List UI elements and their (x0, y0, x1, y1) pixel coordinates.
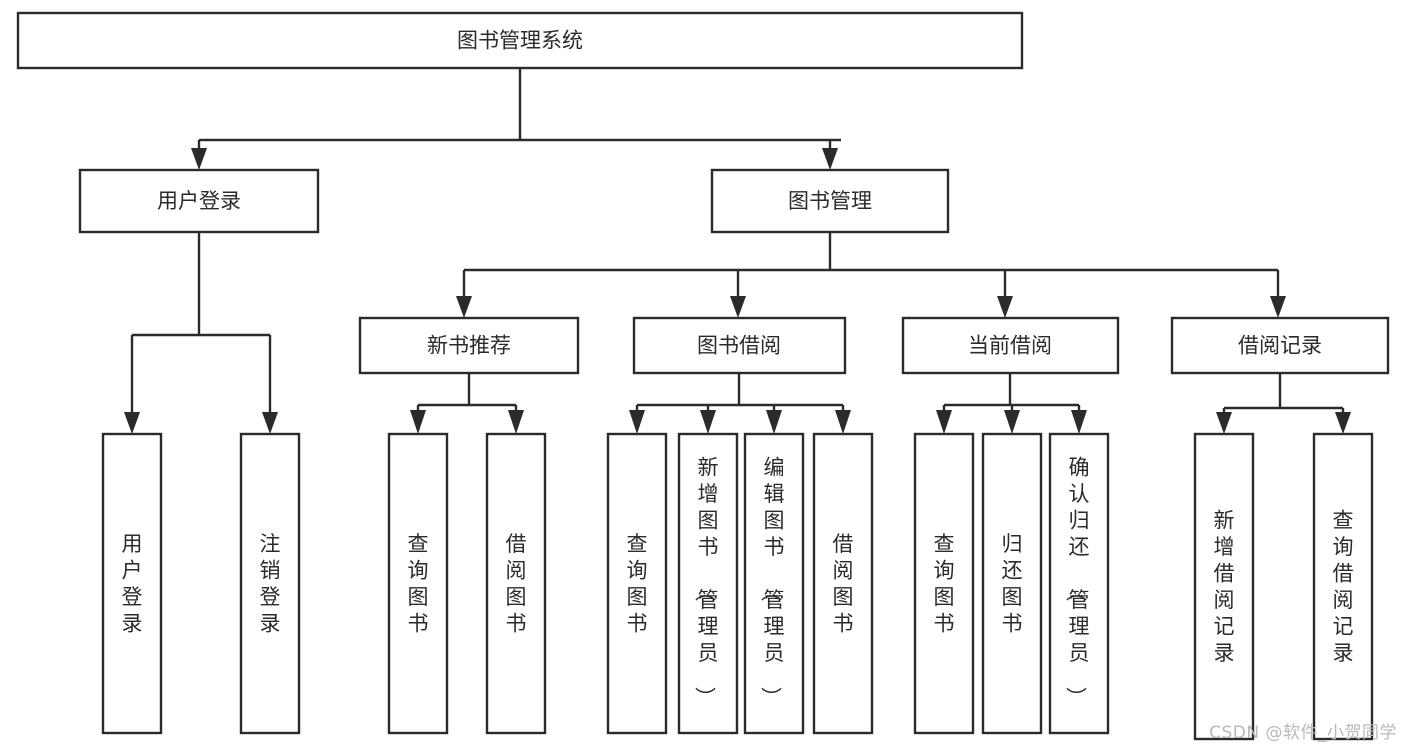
arrow-to-book-management (822, 148, 838, 170)
node-user-login-box[interactable] (78, 168, 320, 234)
node-book-borrow[interactable]: 图书借阅 (632, 316, 847, 375)
arrow-to-leaf-user-login (124, 412, 140, 434)
leaf-node[interactable]: 确认归还（管理员） (1048, 432, 1110, 735)
node-root-system-box[interactable] (16, 11, 1024, 70)
leaf-node-box[interactable] (606, 432, 668, 735)
node-borrow-record-label: 借阅记录 (1238, 334, 1322, 358)
leaf-node-box[interactable] (981, 432, 1043, 735)
arrow-to-leaf-query-book-b (629, 410, 645, 434)
arrow-to-user-login (191, 148, 207, 170)
leaf-node-box[interactable] (101, 432, 163, 735)
node-borrow-record[interactable]: 借阅记录 (1170, 316, 1390, 375)
leaf-node-label: 新增借阅记录 (1214, 509, 1235, 666)
node-book-management-label: 图书管理 (788, 189, 872, 213)
arrow-to-new-book-recommend (456, 296, 472, 318)
node-new-book-recommend[interactable]: 新书推荐 (358, 316, 580, 375)
leaf-node[interactable]: 归还图书 (981, 432, 1043, 735)
leaf-node-label: 借阅图书 (506, 532, 527, 636)
leaf-node-box[interactable] (913, 432, 975, 735)
leaf-node[interactable]: 编辑图书（管理员） (743, 432, 805, 735)
leaf-node-label: 编辑图书（管理员） (759, 456, 785, 708)
leaf-node-label: 查询图书 (408, 532, 429, 636)
arrow-to-leaf-borrow-book-a (508, 410, 524, 434)
leaf-node-label: 归还图书 (1002, 532, 1023, 636)
arrow-to-leaf-query-record (1335, 412, 1351, 434)
leaf-node[interactable]: 借阅图书 (485, 432, 547, 735)
node-current-borrow[interactable]: 当前借阅 (901, 316, 1120, 375)
leaf-node[interactable]: 查询图书 (606, 432, 668, 735)
leaf-node-label: 查询借阅记录 (1333, 509, 1354, 666)
leaf-node-label: 查询图书 (627, 532, 648, 636)
arrow-to-leaf-confirm-return (1071, 410, 1087, 434)
leaf-node[interactable]: 注销登录 (239, 432, 301, 735)
arrow-to-leaf-add-book (700, 410, 716, 434)
node-user-login-label: 用户登录 (157, 189, 241, 213)
arrow-to-leaf-edit-book (766, 410, 782, 434)
node-root-system[interactable]: 图书管理系统 (16, 11, 1024, 70)
node-book-borrow-label: 图书借阅 (697, 334, 781, 358)
node-layer: 图书管理系统 用户登录 图书管理 新书推荐 图书借阅 当前 (16, 11, 1390, 741)
node-new-book-recommend-box[interactable] (358, 316, 580, 375)
arrow-to-leaf-query-book-a (410, 410, 426, 434)
arrow-to-borrow-record (1270, 296, 1286, 318)
node-book-management-box[interactable] (710, 168, 950, 234)
leaf-node-label: 查询图书 (934, 532, 955, 636)
leaf-node-box[interactable] (1193, 432, 1255, 741)
leaf-node-box[interactable] (677, 432, 739, 735)
leaf-node-box[interactable] (743, 432, 805, 735)
arrow-to-current-borrow (997, 296, 1013, 318)
leaf-node-label: 借阅图书 (833, 532, 854, 636)
leaf-node[interactable]: 查询图书 (913, 432, 975, 735)
leaf-node[interactable]: 查询图书 (387, 432, 449, 735)
arrow-to-leaf-logout (262, 412, 278, 434)
node-book-borrow-box[interactable] (632, 316, 847, 375)
leaf-node-box[interactable] (387, 432, 449, 735)
leaf-node[interactable]: 新增借阅记录 (1193, 432, 1255, 741)
arrow-to-leaf-add-record (1216, 412, 1232, 434)
leaf-node-box[interactable] (812, 432, 874, 735)
leaf-node-label: 新增图书（管理员） (693, 456, 719, 708)
node-root-system-label: 图书管理系统 (457, 29, 583, 53)
node-new-book-recommend-label: 新书推荐 (427, 334, 511, 358)
leaf-node-box[interactable] (1312, 432, 1374, 741)
node-current-borrow-label: 当前借阅 (968, 334, 1052, 358)
leaf-node-label: 用户登录 (122, 532, 143, 636)
arrow-to-leaf-return-book (1004, 410, 1020, 434)
leaf-node-box[interactable] (485, 432, 547, 735)
leaf-node-box[interactable] (239, 432, 301, 735)
arrow-to-leaf-query-book-c (936, 410, 952, 434)
node-current-borrow-box[interactable] (901, 316, 1120, 375)
leaf-node-box[interactable] (1048, 432, 1110, 735)
leaf-node[interactable]: 借阅图书 (812, 432, 874, 735)
arrow-to-leaf-borrow-book-b (835, 410, 851, 434)
leaf-node[interactable]: 新增图书（管理员） (677, 432, 739, 735)
node-user-login[interactable]: 用户登录 (78, 168, 320, 234)
leaf-node-group: 用户登录 注销登录 查询图书 借阅图书 查询图书 新增图书（管理员） 编辑图书（管理员） 借阅… (101, 432, 1374, 741)
node-borrow-record-box[interactable] (1170, 316, 1390, 375)
connector-layer (124, 68, 1351, 434)
node-book-management[interactable]: 图书管理 (710, 168, 950, 234)
arrow-to-book-borrow (730, 296, 746, 318)
leaf-node[interactable]: 查询借阅记录 (1312, 432, 1374, 741)
leaf-node[interactable]: 用户登录 (101, 432, 163, 735)
leaf-node-label: 注销登录 (260, 532, 281, 636)
leaf-node-label: 确认归还（管理员） (1064, 456, 1090, 708)
